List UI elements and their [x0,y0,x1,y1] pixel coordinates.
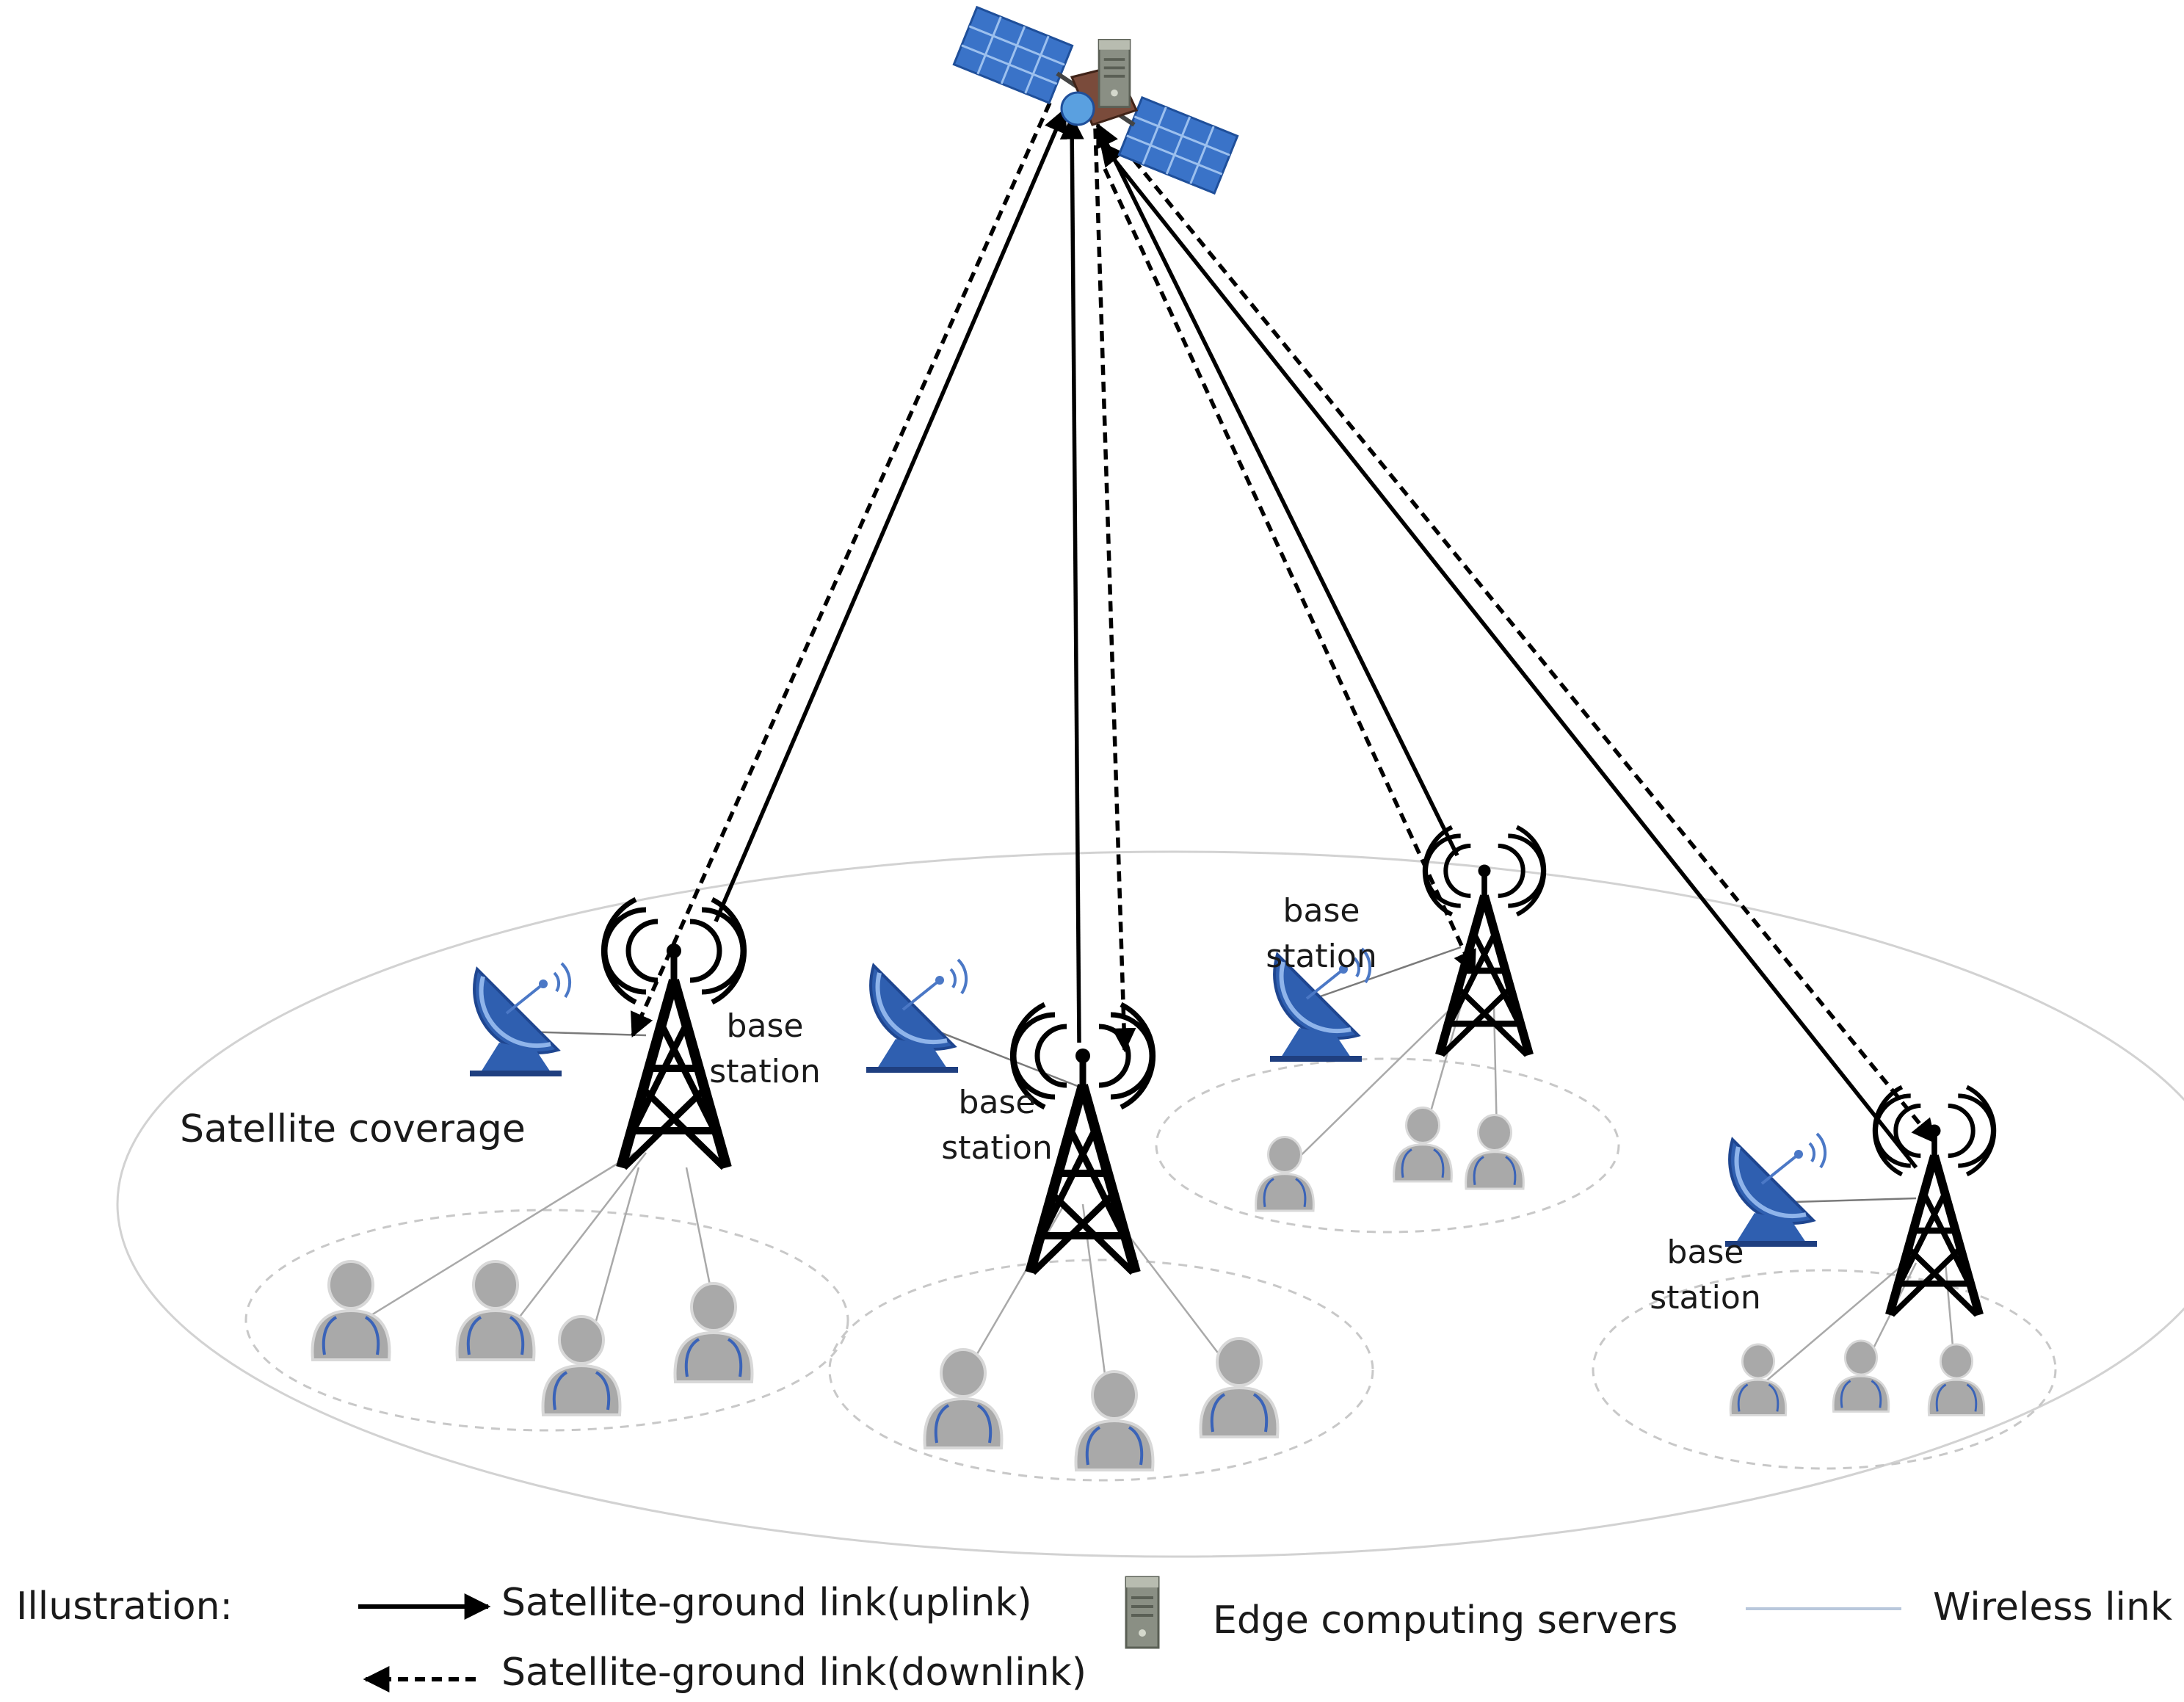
base-station-label-line2: station [1650,1279,1760,1317]
satellite-dish-icon [1725,1134,1825,1244]
user-icon [455,1260,536,1361]
legend-title: Illustration: [16,1585,233,1629]
edge-server-icon [1098,38,1131,109]
base-station-label-line1: base [959,1084,1036,1121]
user-icon [1729,1343,1788,1416]
cell-area-2 [828,1259,1374,1482]
users-cell-3 [1255,1107,1525,1212]
base-station-label-1: base station [709,1007,820,1090]
base-station-label-line2: station [941,1129,1052,1167]
satellite-icon [952,5,1239,195]
user-icon [1927,1343,1986,1416]
user-icon [1255,1136,1315,1212]
cell-area-4 [1592,1269,2057,1470]
satellite-coverage-area [116,850,2184,1558]
base-station-label-3: base station [1266,892,1376,975]
base-station-label-line2: station [1266,938,1376,975]
user-icon [1465,1114,1525,1190]
edge-server-icon [1125,1576,1160,1649]
user-icon [1393,1107,1453,1183]
uplinks [714,107,1918,1169]
wireless-links [348,1005,1958,1403]
legend-wireless-label: Wireless link [1933,1585,2172,1629]
base-station-label-line1: base [1667,1234,1744,1271]
user-icon [541,1315,622,1416]
user-icon [1832,1339,1890,1413]
user-icon [1074,1370,1155,1471]
base-station-label-2: base station [941,1084,1052,1167]
user-icon [673,1282,754,1383]
legend-edge-server-label: Edge computing servers [1213,1598,1677,1643]
satellite-dish-icon [470,963,570,1073]
legend-downlink-label: Satellite-ground link(downlink) [501,1651,1086,1695]
cell-area-3 [1155,1057,1620,1234]
tower-icon [1875,1087,1995,1315]
tower-icon [1425,828,1545,1055]
cell-area-1 [244,1209,849,1432]
legend: Illustration: Satellite-ground link(upli… [16,1576,2172,1695]
downlinks [631,101,1937,1144]
coverage-label: Satellite coverage [180,1107,526,1151]
users-cell-2 [923,1337,1280,1471]
base-station-label-4: base station [1650,1234,1760,1317]
base-station-label-line1: base [727,1007,804,1045]
user-icon [1199,1337,1280,1438]
satellite-dish-icon [866,960,966,1070]
legend-uplink-label: Satellite-ground link(uplink) [501,1581,1032,1625]
base-station-label-line2: station [709,1053,820,1090]
users-cell-1 [311,1260,754,1416]
base-station-label-line1: base [1283,892,1360,930]
user-icon [923,1348,1004,1449]
